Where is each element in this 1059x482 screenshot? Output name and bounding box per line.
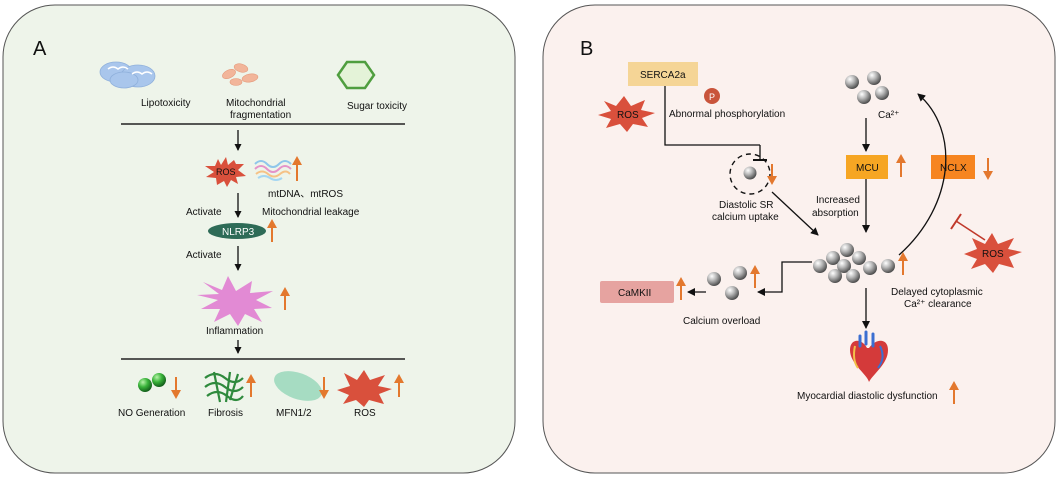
diastolic-sr-label-2: calcium uptake bbox=[712, 212, 779, 223]
calcium-cluster bbox=[813, 243, 895, 283]
ros-right-label: ROS bbox=[982, 249, 1004, 260]
ros-inhibition-line bbox=[955, 220, 986, 241]
arrow-sr-to-cluster bbox=[771, 191, 819, 236]
calcium-ion-icon bbox=[857, 90, 871, 104]
nclx-efflux-arrow bbox=[898, 93, 947, 256]
myocardial-dysfunction-label: Myocardial diastolic dysfunction bbox=[797, 391, 938, 402]
mitochondrial-leakage-label: Mitochondrial leakage bbox=[262, 207, 360, 218]
calcium-ion-icon bbox=[828, 269, 842, 283]
lipid-droplet-icon bbox=[99, 61, 156, 89]
down-arrow-icon bbox=[171, 377, 181, 399]
calcium-ion-icon bbox=[725, 286, 739, 300]
arrow-cluster-to-overload bbox=[757, 261, 812, 296]
mcu-box bbox=[846, 155, 888, 179]
panel-b-letter: B bbox=[580, 38, 593, 60]
calcium-ion-icon bbox=[881, 259, 895, 273]
calcium-ion-icon bbox=[840, 243, 854, 257]
calcium-ion-icon bbox=[707, 272, 721, 286]
increased-label-1: Increased bbox=[816, 195, 860, 206]
up-arrow-icon bbox=[676, 277, 686, 300]
nlrp3-oval bbox=[208, 223, 266, 239]
nlrp3-label: NLRP3 bbox=[222, 227, 255, 238]
serca-connector bbox=[664, 86, 760, 146]
nclx-label: NCLX bbox=[940, 163, 967, 174]
nclx-box bbox=[931, 155, 975, 179]
fibrosis-label: Fibrosis bbox=[208, 408, 243, 419]
up-arrow-icon bbox=[898, 252, 908, 275]
up-arrow-icon bbox=[896, 154, 906, 177]
ros-star-icon bbox=[205, 157, 246, 187]
mitochondrial-fragmentation-label-1: Mitochondrial bbox=[226, 98, 285, 109]
mitochondrial-fragmentation-label-2: fragmentation bbox=[230, 110, 291, 121]
inflammation-burst-icon bbox=[197, 276, 273, 326]
increased-label-2: absorption bbox=[812, 208, 859, 219]
calcium-ion-icon bbox=[813, 259, 827, 273]
ros-star-icon bbox=[964, 233, 1022, 273]
lipotoxicity-label: Lipotoxicity bbox=[141, 98, 190, 109]
calcium-ion-icon bbox=[867, 71, 881, 85]
ros-label-a: ROS bbox=[216, 167, 236, 177]
sugar-toxicity-label: Sugar toxicity bbox=[347, 101, 407, 112]
panel-b-background bbox=[542, 4, 1056, 474]
activate-label-2: Activate bbox=[186, 250, 222, 261]
up-arrow-icon bbox=[949, 381, 959, 404]
abnormal-phosphorylation-label: Abnormal phosphorylation bbox=[669, 109, 785, 120]
no-sphere-icon bbox=[152, 373, 166, 387]
activate-label-1: Activate bbox=[186, 207, 222, 218]
hexagon-sugar-icon bbox=[336, 60, 376, 90]
sr-vesicle bbox=[729, 153, 771, 195]
up-arrow-icon bbox=[394, 374, 404, 397]
calcium-ion-icon bbox=[837, 259, 851, 273]
mtdna-strand-icon bbox=[254, 160, 292, 181]
down-arrow-icon bbox=[319, 377, 329, 399]
diastolic-sr-label-1: Diastolic SR bbox=[719, 200, 773, 211]
calcium-ion-icon bbox=[846, 269, 860, 283]
calcium-ion-icon bbox=[863, 261, 877, 275]
up-arrow-icon bbox=[280, 287, 290, 310]
panel-a-background bbox=[2, 4, 516, 474]
phosphate-label: P bbox=[709, 92, 715, 102]
mfn-label: MFN1/2 bbox=[276, 408, 312, 419]
up-arrow-icon bbox=[267, 219, 277, 242]
panel-a: A Lipotoxicity Mitochondrial fragmentati… bbox=[2, 4, 516, 474]
inflammation-label: Inflammation bbox=[206, 326, 263, 337]
calcium-ion-icon bbox=[733, 266, 747, 280]
mtdna-mtros-label: mtDNA、mtROS bbox=[268, 189, 343, 200]
ros-bottom-label: ROS bbox=[354, 408, 376, 419]
ca-label: Ca²⁺ bbox=[878, 110, 899, 121]
calcium-ion-icon bbox=[875, 86, 889, 100]
ros-left-label: ROS bbox=[617, 110, 639, 121]
calcium-ion-icon bbox=[743, 166, 757, 180]
heart-icon bbox=[850, 330, 888, 382]
camkii-label: CaMKII bbox=[618, 288, 651, 299]
up-arrow-icon bbox=[750, 265, 760, 288]
serca2a-label: SERCA2a bbox=[640, 70, 686, 81]
ros-star-icon bbox=[337, 370, 392, 407]
calcium-ion-icon bbox=[852, 251, 866, 265]
up-arrow-icon bbox=[292, 156, 302, 181]
calcium-ion-icon bbox=[845, 75, 859, 89]
ros-star-icon bbox=[598, 96, 655, 132]
mitochondria-fragment-icon bbox=[222, 63, 259, 86]
panel-a-letter: A bbox=[33, 38, 47, 60]
phosphate-badge bbox=[704, 88, 720, 104]
serca2a-box bbox=[628, 62, 698, 86]
no-sphere-icon bbox=[138, 378, 152, 392]
mitochondrion-icon bbox=[274, 371, 322, 401]
down-arrow-icon bbox=[983, 158, 993, 180]
fibrosis-fibers-icon bbox=[204, 371, 244, 403]
down-arrow-icon bbox=[767, 164, 777, 185]
camkii-box bbox=[600, 281, 674, 303]
delayed-clearance-label-2: Ca²⁺ clearance bbox=[904, 299, 972, 310]
mcu-label: MCU bbox=[856, 163, 879, 174]
calcium-ion-icon bbox=[826, 251, 840, 265]
no-generation-label: NO Generation bbox=[118, 408, 185, 419]
inhibition-bar bbox=[950, 213, 962, 230]
calcium-overload-label: Calcium overload bbox=[683, 316, 760, 327]
up-arrow-icon bbox=[246, 374, 256, 397]
panel-b: B SERCA2a P Abnormal phosphorylation ROS… bbox=[542, 4, 1056, 474]
delayed-clearance-label-1: Delayed cytoplasmic bbox=[891, 287, 983, 298]
